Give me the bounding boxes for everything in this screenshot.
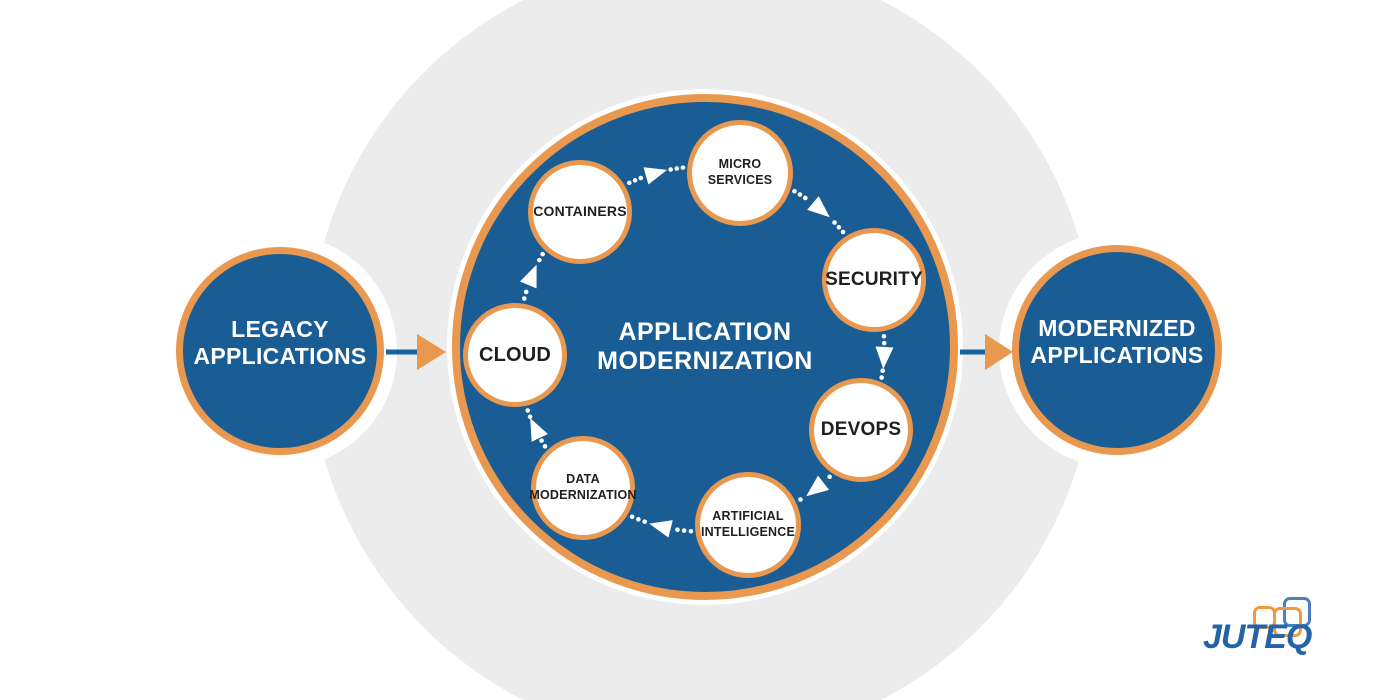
modernized-applications-node: MODERNIZED APPLICATIONS — [1012, 245, 1222, 455]
legacy-applications-label: LEGACY APPLICATIONS — [193, 315, 367, 369]
cycle-node-devops: DEVOPS — [809, 378, 913, 482]
logo-wordmark: JUTEQ — [1203, 618, 1312, 656]
cycle-node-cloud: CLOUD — [463, 303, 567, 407]
cycle-node-containers: CONTAINERS — [528, 160, 632, 264]
legacy-applications-node: LEGACY APPLICATIONS — [176, 247, 384, 455]
logo-square-orange-icon — [1273, 607, 1302, 637]
logo-square-blue-icon — [1283, 597, 1311, 627]
application-modernization-title: APPLICATION MODERNIZATION — [597, 317, 813, 376]
juteq-logo: JUTEQ — [1195, 590, 1365, 680]
modernized-applications-label: MODERNIZED APPLICATIONS — [1030, 314, 1204, 368]
cycle-node-security: SECURITY — [822, 228, 926, 332]
